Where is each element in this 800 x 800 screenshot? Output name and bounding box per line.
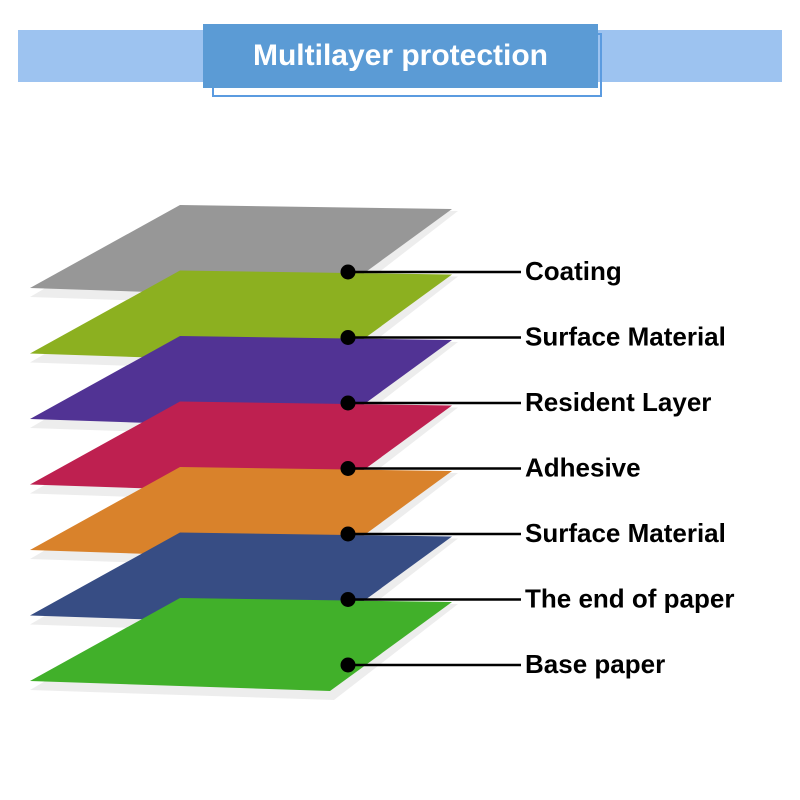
leader-dot-3[interactable]	[340, 395, 356, 411]
layer-label-4: Adhesive	[525, 452, 641, 482]
layer-label-2: Surface Material	[525, 321, 726, 351]
leader-dot-5[interactable]	[340, 526, 356, 542]
leader-dot-4[interactable]	[340, 461, 356, 476]
layer-label-1: Coating	[525, 256, 622, 286]
layer-label-7: Base paper	[525, 649, 665, 679]
layers-group	[30, 205, 458, 700]
leader-lines-group	[340, 264, 521, 673]
layer-label-6: The end of paper	[525, 583, 734, 613]
page-title: Multilayer protection	[252, 39, 549, 72]
layer-label-5: Surface Material	[525, 518, 726, 548]
leader-dot-7[interactable]	[340, 657, 356, 673]
page-header: Multilayer protection	[0, 0, 800, 120]
header-title-box: Multilayer protection	[203, 24, 598, 88]
layer-label-3: Resident Layer	[525, 387, 711, 417]
leader-dot-6[interactable]	[340, 592, 356, 607]
leader-dot-2[interactable]	[340, 330, 356, 345]
leader-dot-1[interactable]	[340, 264, 356, 280]
